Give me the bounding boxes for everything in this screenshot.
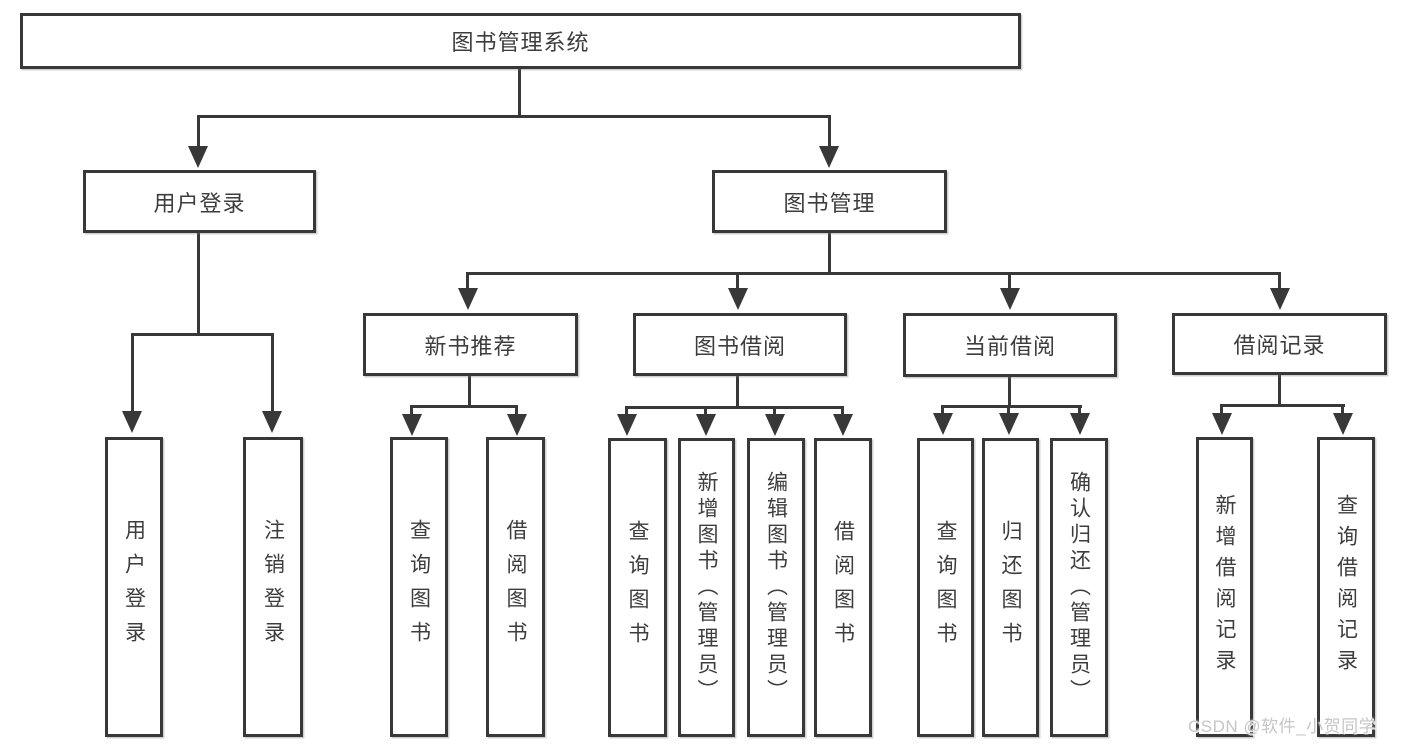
node-label: 编辑图书（管理员） xyxy=(764,470,788,705)
connector-line xyxy=(410,407,413,415)
connector-line xyxy=(1220,406,1223,414)
leaf-confirm-return-admin: 确认归还（管理员） xyxy=(1050,438,1108,737)
connector-line xyxy=(1007,407,1010,414)
leaf-user-login: 用户登录 xyxy=(105,437,163,737)
connector-line xyxy=(773,408,776,415)
connector-line xyxy=(131,335,134,412)
leaf-query-books: 查询图书 xyxy=(390,437,448,737)
node-label: 借阅记录 xyxy=(1233,333,1326,358)
node-label: 借阅图书 xyxy=(504,519,527,655)
leaf-borrow-books: 借阅图书 xyxy=(814,438,872,737)
arrow-down-icon xyxy=(507,414,527,436)
node-book-management: 图书管理 xyxy=(712,170,947,233)
node-label: 查询借阅记录 xyxy=(1334,494,1358,680)
arrow-down-icon xyxy=(833,414,853,436)
leaf-edit-books-admin: 编辑图书（管理员） xyxy=(747,438,805,737)
arrow-down-icon xyxy=(999,413,1019,435)
connector-line xyxy=(1220,404,1345,407)
leaf-query-borrow-record: 查询借阅记录 xyxy=(1317,437,1375,737)
node-label: 注销登录 xyxy=(261,519,285,655)
node-new-book-recommend: 新书推荐 xyxy=(363,313,578,376)
connector-line xyxy=(1278,375,1281,406)
connector-line xyxy=(1078,407,1081,414)
node-book-borrow: 图书借阅 xyxy=(633,313,847,376)
connector-line xyxy=(625,408,628,415)
connector-line xyxy=(1008,274,1011,289)
connector-line xyxy=(736,274,739,289)
connector-line xyxy=(828,117,831,147)
connector-line xyxy=(271,335,274,412)
connector-line xyxy=(131,333,274,336)
arrow-down-icon xyxy=(402,414,422,436)
connector-line xyxy=(704,408,707,415)
node-root: 图书管理系统 xyxy=(20,13,1021,69)
node-label: 图书管理系统 xyxy=(451,30,590,55)
arrow-down-icon xyxy=(458,288,478,310)
connector-line xyxy=(736,376,739,408)
connector-line xyxy=(625,406,844,409)
connector-line xyxy=(197,115,831,118)
connector-line xyxy=(410,405,518,408)
connector-line xyxy=(941,405,1082,408)
leaf-query-books: 查询图书 xyxy=(917,438,974,737)
node-current-borrow: 当前借阅 xyxy=(903,313,1117,377)
connector-line xyxy=(828,233,831,274)
arrow-down-icon xyxy=(1212,413,1232,435)
arrow-down-icon xyxy=(617,414,637,436)
arrow-down-icon xyxy=(1270,288,1290,310)
connector-line xyxy=(1008,377,1011,408)
arrow-down-icon xyxy=(696,414,716,436)
leaf-query-books: 查询图书 xyxy=(608,438,667,737)
connector-line xyxy=(468,376,471,407)
arrow-down-icon xyxy=(1070,413,1090,435)
node-label: 新增图书（管理员） xyxy=(695,470,718,705)
connector-line xyxy=(1341,406,1344,414)
arrow-down-icon xyxy=(122,411,142,433)
arrow-down-icon xyxy=(1000,288,1020,310)
connector-line xyxy=(466,272,1281,275)
connector-line xyxy=(518,68,521,118)
node-label: 归还图书 xyxy=(999,519,1022,656)
node-label: 图书管理 xyxy=(783,190,876,216)
arrow-down-icon xyxy=(728,288,748,310)
arrow-down-icon xyxy=(1333,413,1353,435)
arrow-down-icon xyxy=(765,414,785,436)
node-label: 新增借阅记录 xyxy=(1213,494,1236,680)
connector-line xyxy=(841,408,844,415)
node-label: 查询图书 xyxy=(626,519,649,656)
leaf-add-books-admin: 新增图书（管理员） xyxy=(678,438,735,737)
connector-line xyxy=(941,407,944,414)
leaf-logout-login: 注销登录 xyxy=(243,437,303,737)
leaf-borrow-books: 借阅图书 xyxy=(486,437,545,737)
node-label: 图书借阅 xyxy=(693,333,786,359)
node-label: 查询图书 xyxy=(407,519,431,655)
leaf-return-books: 归还图书 xyxy=(982,438,1039,737)
connector-line xyxy=(1278,274,1281,289)
csdn-watermark: CSDN @软件_小贺同学 xyxy=(1188,717,1377,736)
connector-line xyxy=(197,117,200,147)
leaf-add-borrow-record: 新增借阅记录 xyxy=(1196,437,1253,737)
node-label: 新书推荐 xyxy=(424,333,517,359)
arrow-down-icon xyxy=(188,146,208,168)
connector-line xyxy=(466,274,469,289)
node-label: 当前借阅 xyxy=(963,334,1056,359)
node-label: 用户登录 xyxy=(122,519,146,655)
node-label: 用户登录 xyxy=(153,190,246,216)
connector-line xyxy=(515,407,518,415)
arrow-down-icon xyxy=(933,413,953,435)
arrow-down-icon xyxy=(819,146,839,168)
arrow-down-icon xyxy=(262,411,282,433)
node-borrow-records: 借阅记录 xyxy=(1172,313,1387,375)
node-label: 确认归还（管理员） xyxy=(1067,470,1091,705)
node-user-login: 用户登录 xyxy=(83,170,316,233)
node-label: 查询图书 xyxy=(934,519,957,656)
node-label: 借阅图书 xyxy=(831,519,855,656)
connector-line xyxy=(197,233,200,336)
